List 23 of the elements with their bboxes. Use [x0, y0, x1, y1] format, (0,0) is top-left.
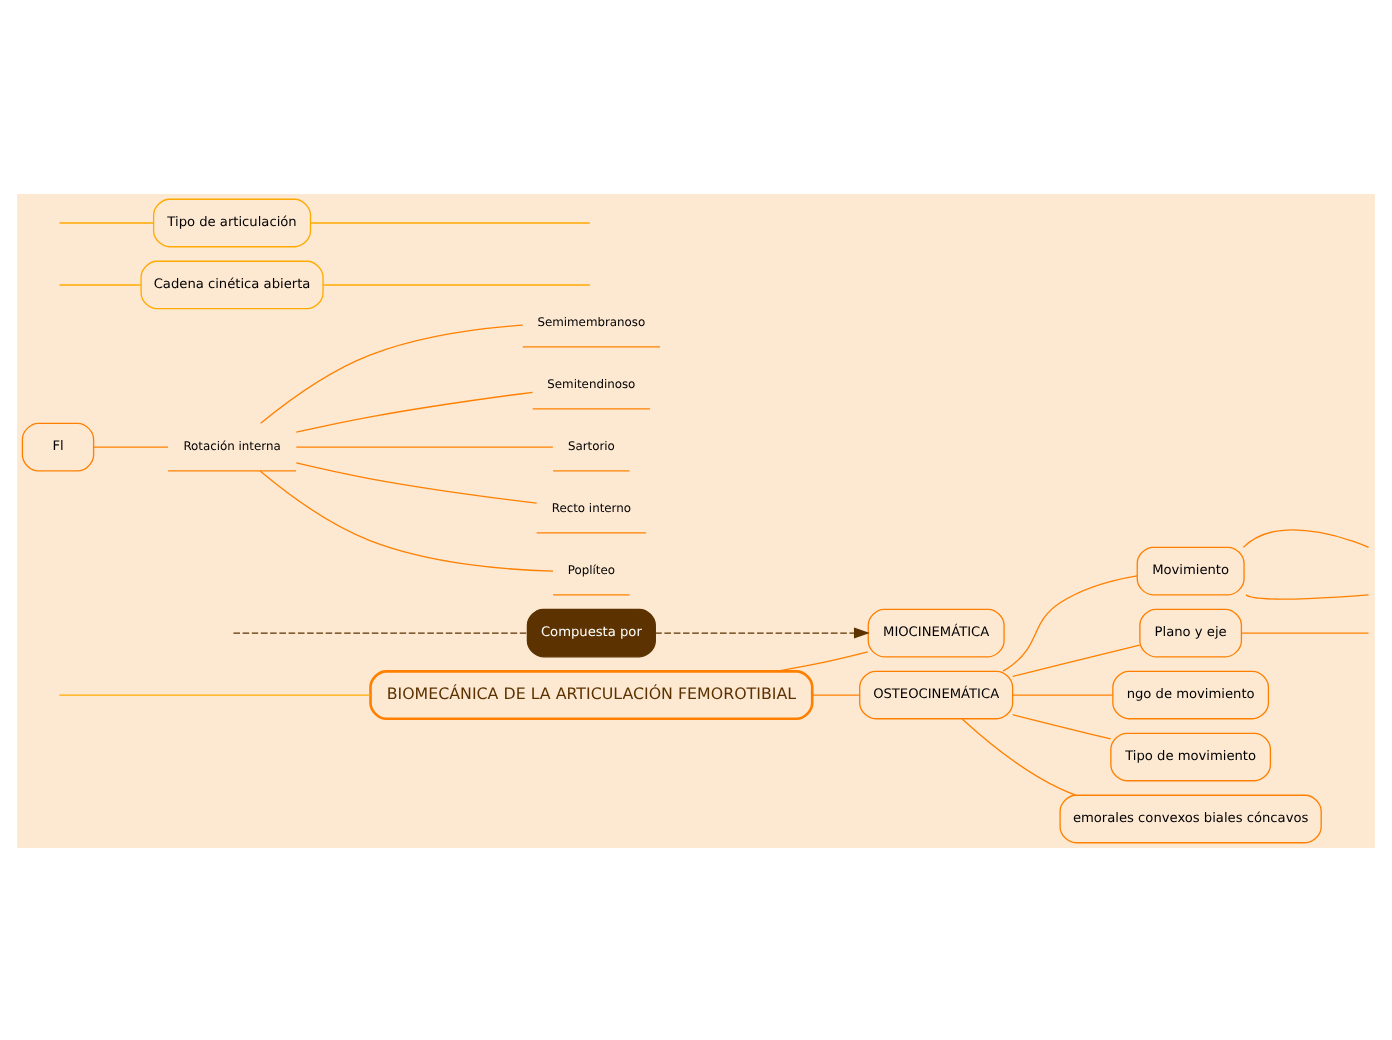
connector	[260, 323, 524, 423]
connector	[1012, 643, 1141, 677]
connector	[1245, 593, 1370, 599]
connector	[1012, 713, 1112, 739]
connector	[58, 221, 155, 223]
connector	[310, 221, 591, 223]
connector	[1242, 528, 1370, 548]
connector	[295, 445, 554, 447]
connector	[1012, 693, 1114, 695]
connector	[295, 390, 534, 432]
connector	[1002, 574, 1138, 671]
connector	[232, 631, 528, 633]
connector	[93, 445, 169, 447]
connector	[58, 693, 372, 695]
connector	[295, 461, 538, 503]
connector	[259, 469, 554, 571]
connector	[961, 717, 1077, 795]
connector	[58, 283, 142, 285]
connector	[811, 693, 861, 695]
arrow	[654, 626, 870, 638]
connector	[775, 650, 869, 671]
connector	[1241, 631, 1370, 633]
connector	[322, 283, 591, 285]
